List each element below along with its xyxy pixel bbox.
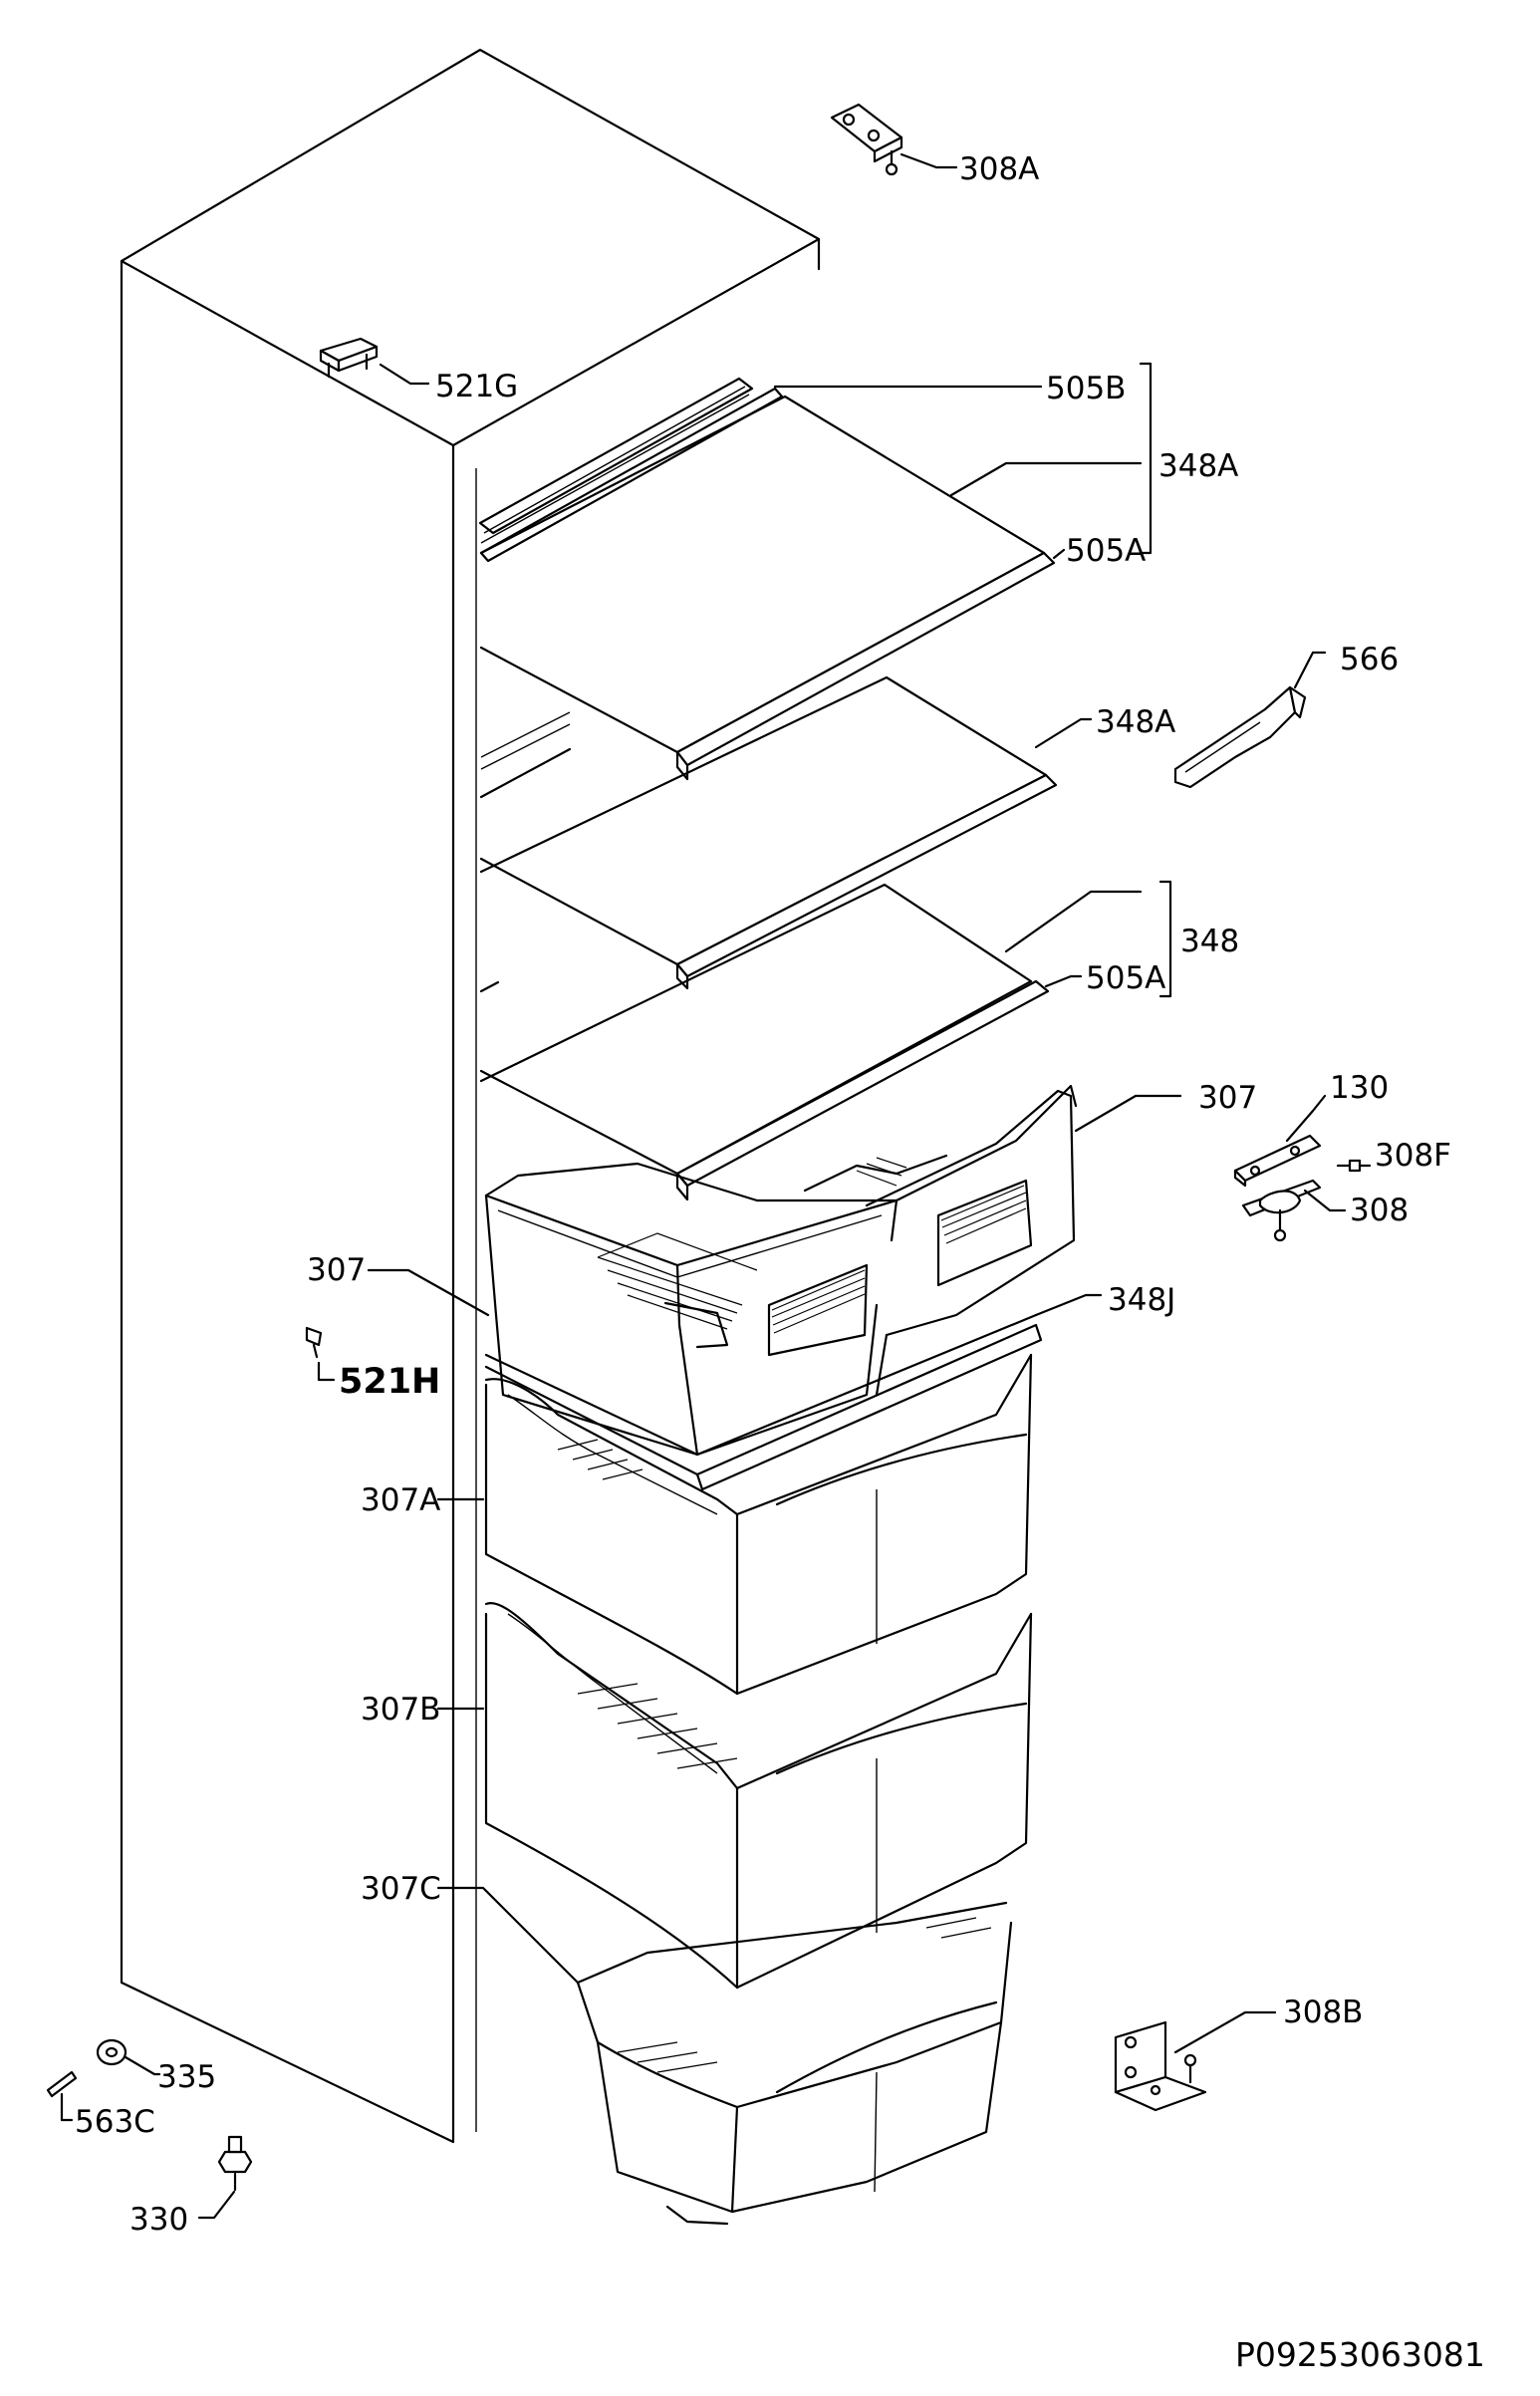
label-307-left: 307 (307, 1252, 366, 1288)
top-cover-part (319, 337, 430, 386)
glass-shelf-348J (484, 1313, 1043, 1491)
label-307C: 307C (361, 1871, 441, 1907)
part-labels: 308A 521G 505B 348A 505A 566 348A 348 50… (75, 151, 1485, 2374)
feet-parts (46, 2038, 253, 2220)
label-307B: 307B (361, 1692, 440, 1728)
label-348: 348 (1180, 924, 1239, 959)
label-348A-mid: 348A (1096, 704, 1175, 740)
label-505A-top: 505A (1066, 533, 1146, 569)
glass-shelf-3 (479, 883, 1050, 1201)
label-348J: 348J (1108, 1282, 1175, 1318)
glass-shelf-2 (479, 675, 1058, 990)
drawing-code: P09253063081 (1235, 2335, 1485, 2374)
label-307A: 307A (361, 1482, 440, 1518)
drawer-307B (484, 1602, 1033, 1990)
top-hinge-part (830, 103, 958, 176)
drawer-307A (484, 1353, 1033, 1696)
label-566: 566 (1340, 642, 1399, 677)
leader-lines (367, 362, 1182, 1985)
label-521H: 521H (339, 1362, 440, 1402)
drawer-307C (576, 1901, 1013, 2226)
label-130: 130 (1330, 1070, 1389, 1106)
label-330: 330 (129, 2202, 188, 2238)
bottom-hinge-part (1114, 2010, 1277, 2112)
cabinet-body (120, 48, 821, 2144)
upper-drawers (484, 1084, 1078, 1457)
label-335: 335 (157, 2059, 216, 2095)
glass-shelf-1 (478, 377, 1056, 781)
screw-521H (305, 1326, 336, 1382)
part-566 (1173, 651, 1327, 789)
label-563C: 563C (75, 2104, 155, 2140)
label-308A: 308A (959, 151, 1039, 187)
middle-hinge-assembly (1233, 1094, 1372, 1242)
label-521G: 521G (435, 369, 518, 404)
label-308: 308 (1350, 1193, 1409, 1228)
label-308F: 308F (1375, 1138, 1451, 1174)
label-505A-low: 505A (1086, 960, 1165, 996)
label-505B: 505B (1046, 371, 1126, 406)
label-307-right: 307 (1198, 1080, 1257, 1116)
label-308B: 308B (1283, 1995, 1363, 2030)
label-348A-top: 348A (1158, 448, 1238, 484)
